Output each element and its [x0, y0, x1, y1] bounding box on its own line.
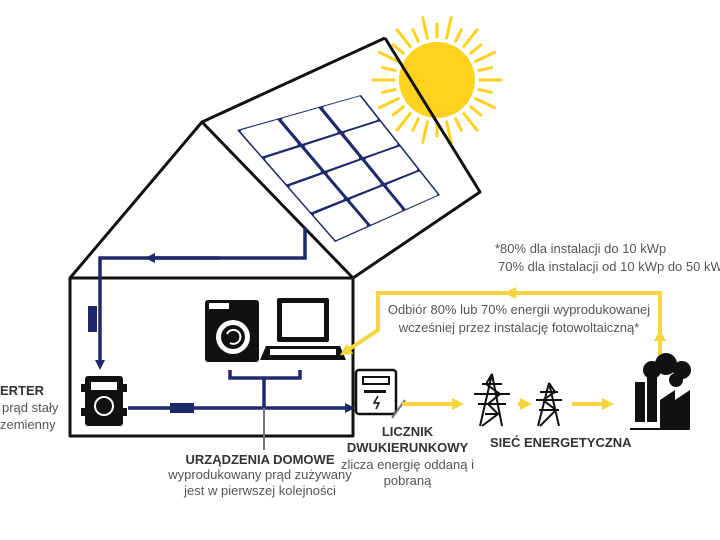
- bidirectional-meter-icon: [354, 368, 398, 416]
- sun-ray: [469, 105, 483, 117]
- ac-wire: [128, 403, 355, 413]
- solar-panel: [237, 95, 440, 242]
- sun-ray: [454, 28, 463, 43]
- sun-ray: [411, 117, 420, 132]
- dc-wire: [95, 228, 307, 370]
- sun-ray: [411, 28, 420, 43]
- appliances-title: URZĄDZENIA DOMOWE: [185, 452, 335, 467]
- solar-cell: [327, 160, 381, 198]
- note-line-1: *80% dla instalacji do 10 kWp: [495, 241, 667, 256]
- sun-ray: [462, 112, 479, 132]
- sun-ray: [474, 50, 497, 63]
- appliance-wiring: [228, 370, 302, 408]
- sun-ray: [477, 88, 494, 94]
- dc-wire-block: [88, 306, 97, 332]
- grid-feed-line-2: wcześniej przez instalację fotowoltaiczn…: [398, 320, 640, 335]
- inverter-title: ERTER: [0, 383, 45, 398]
- meter-title-2: DWUKIERUNKOWY: [346, 440, 469, 455]
- sun-ray: [474, 97, 497, 110]
- solar-cell: [350, 186, 402, 225]
- solar-cell: [289, 174, 344, 213]
- sun-ray: [445, 16, 453, 40]
- sun-ray: [477, 66, 494, 72]
- meter-line-2: pobraną: [383, 473, 432, 488]
- solar-cell: [240, 119, 298, 157]
- sun-ray: [469, 43, 483, 55]
- solar-cell: [313, 201, 367, 240]
- solar-cell: [304, 134, 360, 171]
- sun-ray: [395, 28, 412, 48]
- inverter-line-2: zemienny: [0, 417, 56, 432]
- sun-ray: [462, 28, 479, 48]
- solar-cell: [386, 171, 438, 209]
- grid-title: SIEĆ ENERGETYCZNA: [490, 435, 632, 450]
- sun-ray: [377, 50, 400, 63]
- sun-ray: [391, 43, 405, 55]
- laptop-icon: [260, 298, 346, 360]
- sun-ray: [380, 66, 397, 72]
- power-pylon-small-icon: [536, 382, 562, 427]
- sun-ray: [454, 117, 463, 132]
- sun-ray: [421, 120, 429, 144]
- solar-cell: [344, 121, 398, 157]
- power-plant-icon: [630, 353, 691, 430]
- solar-cell: [323, 96, 378, 132]
- meter-line-1: zlicza energię oddaną i: [341, 457, 474, 472]
- house-outline: [68, 36, 482, 438]
- meter-title-1: LICZNIK: [381, 424, 434, 439]
- inverter-icon: [81, 376, 127, 426]
- grid-feed-line-1: Odbiór 80% lub 70% energii wyprodukowane…: [387, 302, 651, 317]
- inverter-line-1: prąd stały: [2, 400, 59, 415]
- note-line-2: 70% dla instalacji od 10 kWp do 50 kW: [498, 259, 720, 274]
- appliances-line-2: jest w pierwszej kolejności: [184, 483, 336, 498]
- washing-machine-icon: [205, 300, 259, 362]
- sun-icon: [371, 16, 503, 144]
- sun-ray: [391, 105, 405, 117]
- solar-cell: [365, 146, 418, 183]
- power-pylon-large-icon: [474, 373, 510, 427]
- sun-ray: [421, 16, 429, 40]
- sun-ray: [395, 112, 412, 132]
- sun-ray: [377, 97, 400, 110]
- solar-cell: [282, 108, 338, 144]
- appliances-line-1: wyprodukowany prąd zużywany: [168, 467, 352, 482]
- sun-ray: [380, 88, 397, 94]
- sun-ray: [445, 120, 453, 144]
- solar-cell: [265, 147, 321, 185]
